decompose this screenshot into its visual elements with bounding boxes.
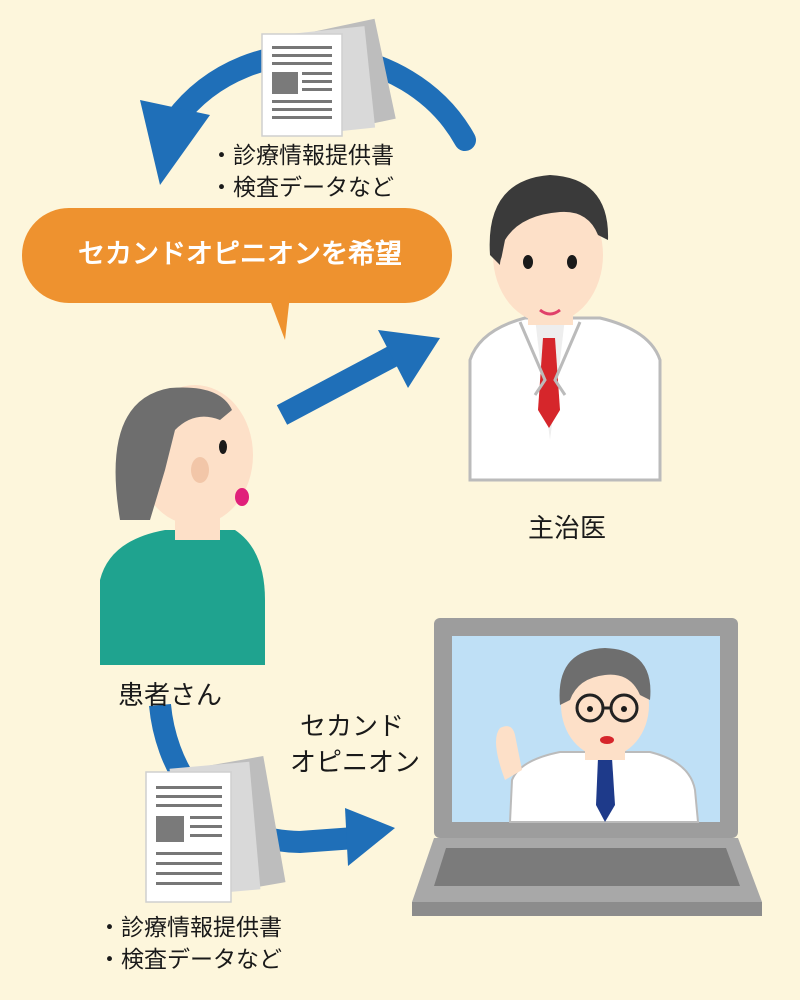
document-stack-icon-bottom [145,756,286,903]
arrow-patient-to-doctor [276,330,440,425]
list-item: 診療情報提供書 [210,140,394,172]
list-item: 検査データなど [210,172,394,204]
list-item: 診療情報提供書 [98,912,282,944]
documents-list-top: 診療情報提供書 検査データなど [210,140,394,204]
doctor-figure [468,175,662,482]
list-item: 検査データなど [98,944,282,976]
patient-figure [100,385,265,665]
second-opinion-label-line2: オピニオン [290,748,421,778]
speech-bubble [22,208,452,340]
patient-label: 患者さん [118,681,223,711]
document-stack-icon-top [261,18,396,137]
attending-doctor-label: 主治医 [528,514,607,544]
documents-list-bottom: 診療情報提供書 検査データなど [98,912,282,976]
video-doctor-figure [496,648,700,823]
second-opinion-label-line1: セカンド [300,712,405,742]
speech-bubble-text: セカンドオピニオンを希望 [78,239,402,270]
